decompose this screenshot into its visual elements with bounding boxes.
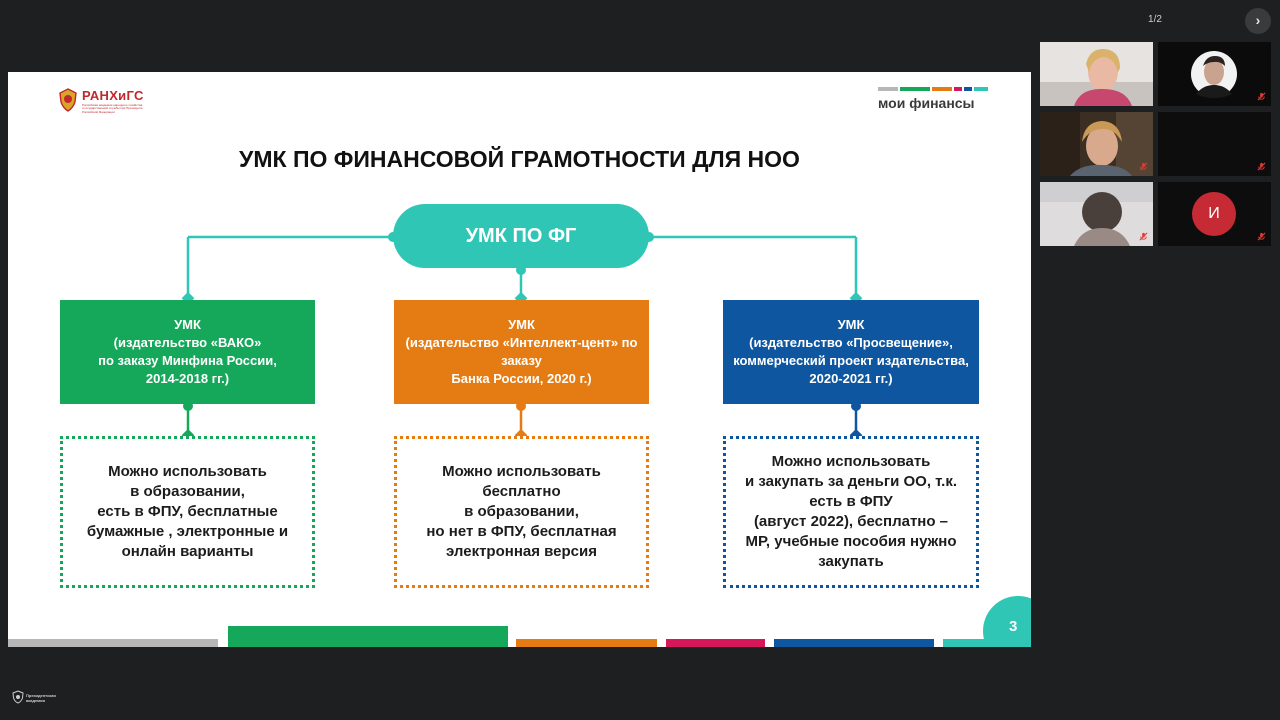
mic-off-icon bbox=[1257, 92, 1266, 101]
mic-off-icon bbox=[1139, 162, 1148, 171]
page-indicator: 1/2 bbox=[1148, 14, 1162, 25]
moi-finansy-logo: мои финансы bbox=[878, 95, 975, 111]
academy-watermark-logo: Президентская академия bbox=[12, 690, 58, 708]
slide-title: УМК ПО ФИНАНСОВОЙ ГРАМОТНОСТИ ДЛЯ НОО bbox=[239, 146, 800, 172]
ranepa-logo: РАНХиГС Российская академия народного хо… bbox=[58, 86, 158, 116]
color-bar-segment bbox=[932, 87, 952, 91]
crest-icon bbox=[12, 690, 24, 704]
color-bar-segment bbox=[954, 87, 962, 91]
color-bar-segment bbox=[964, 87, 972, 91]
participant-tile[interactable] bbox=[1040, 42, 1153, 106]
academy-watermark-text: Президентская академия bbox=[26, 693, 56, 703]
participant-tile[interactable] bbox=[1158, 42, 1271, 106]
participant-tile[interactable] bbox=[1040, 182, 1153, 246]
mic-off-icon bbox=[1257, 232, 1266, 241]
video-feed bbox=[1040, 42, 1153, 106]
umk-box-prosveshchenie: УМК (издательство «Просвещение», коммерч… bbox=[723, 300, 979, 404]
video-feed bbox=[1040, 182, 1153, 246]
participant-tile[interactable]: И bbox=[1158, 182, 1271, 246]
participant-avatar: И bbox=[1192, 192, 1236, 236]
note-box-prosveshchenie: Можно использовать и закупать за деньги … bbox=[723, 436, 979, 588]
color-bar-segment bbox=[878, 87, 898, 91]
bottom-color-strip bbox=[8, 626, 988, 647]
color-bar-segment bbox=[900, 87, 930, 91]
participant-tile[interactable] bbox=[1040, 112, 1153, 176]
next-page-button[interactable]: › bbox=[1245, 8, 1271, 34]
mic-off-icon bbox=[1257, 162, 1266, 171]
note-box-intellekt: Можно использовать бесплатно в образован… bbox=[394, 436, 649, 588]
note-box-vako: Можно использовать в образовании, есть в… bbox=[60, 436, 315, 588]
video-feed bbox=[1040, 112, 1153, 176]
mic-off-icon bbox=[1139, 232, 1148, 241]
chevron-right-icon: › bbox=[1255, 12, 1261, 28]
presentation-slide: РАНХиГС Российская академия народного хо… bbox=[8, 72, 1031, 647]
color-bar-segment bbox=[974, 87, 988, 91]
umk-box-vako: УМК (издательство «ВАКО» по заказу Минфи… bbox=[60, 300, 315, 404]
moi-finansy-color-bar bbox=[878, 87, 988, 91]
logo-name: РАНХиГС bbox=[82, 88, 144, 103]
video-feed bbox=[1158, 42, 1271, 106]
logo-subtitle: Российская академия народного хозяйства … bbox=[82, 103, 143, 114]
participant-tile[interactable] bbox=[1158, 112, 1271, 176]
center-pill: УМК ПО ФГ bbox=[393, 204, 649, 268]
umk-box-intellekt: УМК (издательство «Интеллект-цент» по за… bbox=[394, 300, 649, 404]
crest-icon bbox=[59, 88, 77, 112]
